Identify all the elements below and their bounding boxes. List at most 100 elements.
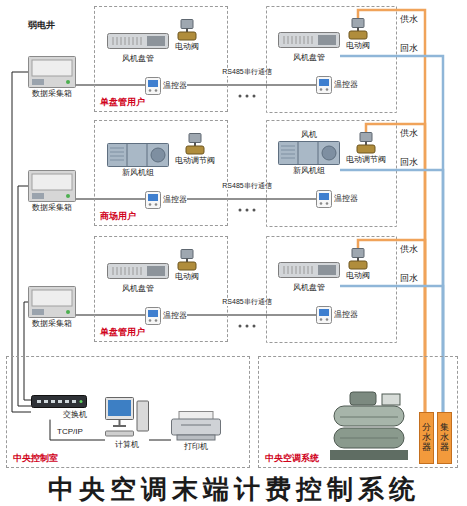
icon-part xyxy=(137,401,149,431)
icon-part xyxy=(106,398,134,420)
thermo-icon xyxy=(316,190,332,208)
data-collection-box: 数据采集箱 xyxy=(28,286,76,329)
icon-part xyxy=(29,171,76,202)
device-label: 电动调节阀 xyxy=(346,155,386,165)
signal-wire xyxy=(187,85,316,86)
air-handling-unit: 新风机组 xyxy=(107,143,169,178)
signal-wire xyxy=(149,440,171,441)
icon-part xyxy=(148,310,158,317)
icon-part xyxy=(308,36,309,44)
connector-label: RS485串行通信 xyxy=(221,68,272,76)
connector-label: 回水 xyxy=(399,157,419,168)
icon-part xyxy=(133,37,134,45)
connector-label: RS485串行通信 xyxy=(221,182,272,190)
electric-valve: 电动阀 xyxy=(175,19,199,52)
icon-part xyxy=(58,400,62,403)
icon-part xyxy=(127,144,128,166)
dot xyxy=(253,209,256,212)
header-label: 集水器 xyxy=(440,423,449,453)
fan-coil-unit: 风机盘管 xyxy=(107,29,169,64)
icon-part xyxy=(155,203,158,206)
icon-part xyxy=(32,309,44,315)
icon-part xyxy=(186,29,188,33)
fan-coil-unit: 风机盘管 xyxy=(278,28,340,63)
icon-part xyxy=(319,79,329,86)
supply-pipe xyxy=(366,124,425,412)
icon-part xyxy=(106,431,134,436)
databox-icon xyxy=(28,56,76,88)
icon-part xyxy=(281,153,295,154)
icon-part xyxy=(292,266,293,274)
device-label: 温控器 xyxy=(334,80,358,90)
dot xyxy=(253,325,256,328)
icon-part xyxy=(298,142,299,164)
icon-part xyxy=(349,261,367,269)
electric-valve: 电动调节阀 xyxy=(346,132,386,165)
icon-part xyxy=(365,142,367,146)
water-header: 集水器 xyxy=(437,412,452,464)
diagram-title: 中央空调末端计费控制系统 xyxy=(0,476,467,502)
electric-valve: 电动调节阀 xyxy=(175,133,215,166)
icon-part xyxy=(117,37,118,45)
icon-part xyxy=(133,267,134,275)
icon-part xyxy=(149,89,152,92)
return-pipe xyxy=(340,170,443,412)
icon-part xyxy=(322,146,336,160)
connector-label: 回水 xyxy=(399,273,419,284)
icon-part xyxy=(66,80,70,84)
icon-part xyxy=(288,36,289,44)
icon-part xyxy=(113,267,114,275)
device-heading: 风机 xyxy=(301,130,317,140)
icon-part xyxy=(37,400,41,403)
zone-title: 中央空调系统 xyxy=(265,453,319,464)
label-slot: 商场用户 xyxy=(100,211,136,222)
fan-icon xyxy=(278,28,340,52)
edge-label-slot: 回水 xyxy=(399,157,419,168)
icon-part xyxy=(129,267,130,275)
icon-part xyxy=(326,202,329,205)
icon-part xyxy=(357,145,375,153)
device-label: 温控器 xyxy=(334,194,358,204)
icon-part xyxy=(108,144,169,167)
thermo-icon xyxy=(145,77,161,95)
icon-part xyxy=(148,80,158,87)
icon-part xyxy=(318,35,336,45)
icon-part xyxy=(141,37,142,45)
thermostat: 温控器 xyxy=(145,77,187,95)
databox-icon xyxy=(28,286,76,318)
ahu-icon xyxy=(278,141,340,165)
icon-part xyxy=(352,19,364,28)
signal-wire xyxy=(50,420,105,440)
dot xyxy=(246,95,249,98)
network-switch: 交换机 xyxy=(31,393,87,420)
dot xyxy=(239,325,242,328)
icon-part xyxy=(141,267,142,275)
zone-box: 单盘管用户 风机盘管电动阀温控器 xyxy=(94,6,228,112)
icon-part xyxy=(326,88,329,91)
zone-title: 单盘管用户 xyxy=(100,97,145,108)
icon-part xyxy=(296,36,297,44)
header-label: 分水器 xyxy=(422,423,431,453)
icon-part xyxy=(113,37,114,45)
connector-label: RS485串行通信 xyxy=(221,298,272,306)
edge-label-slot: 回水 xyxy=(399,43,419,54)
icon-part xyxy=(308,266,309,274)
icon-part xyxy=(155,319,158,322)
water-header: 分水器 xyxy=(419,412,434,464)
edge-label-slot: 回水 xyxy=(399,273,419,284)
title-slot: 中央空调末端计费控制系统 xyxy=(0,476,467,502)
valve-icon xyxy=(184,133,206,155)
printer: 打印机 xyxy=(171,411,221,452)
icon-part xyxy=(304,266,305,274)
edge-label-slot: 供水 xyxy=(399,128,419,139)
icon-part xyxy=(312,266,313,274)
icon-part xyxy=(113,425,126,427)
device-label: 新风机组 xyxy=(122,168,154,178)
icon-part xyxy=(110,160,124,161)
icon-part xyxy=(121,37,122,45)
icon-part xyxy=(279,33,340,48)
signal-wire xyxy=(187,315,316,316)
icon-part xyxy=(110,156,124,157)
electric-valve: 电动阀 xyxy=(346,18,370,51)
thermostat: 温控器 xyxy=(316,190,358,208)
